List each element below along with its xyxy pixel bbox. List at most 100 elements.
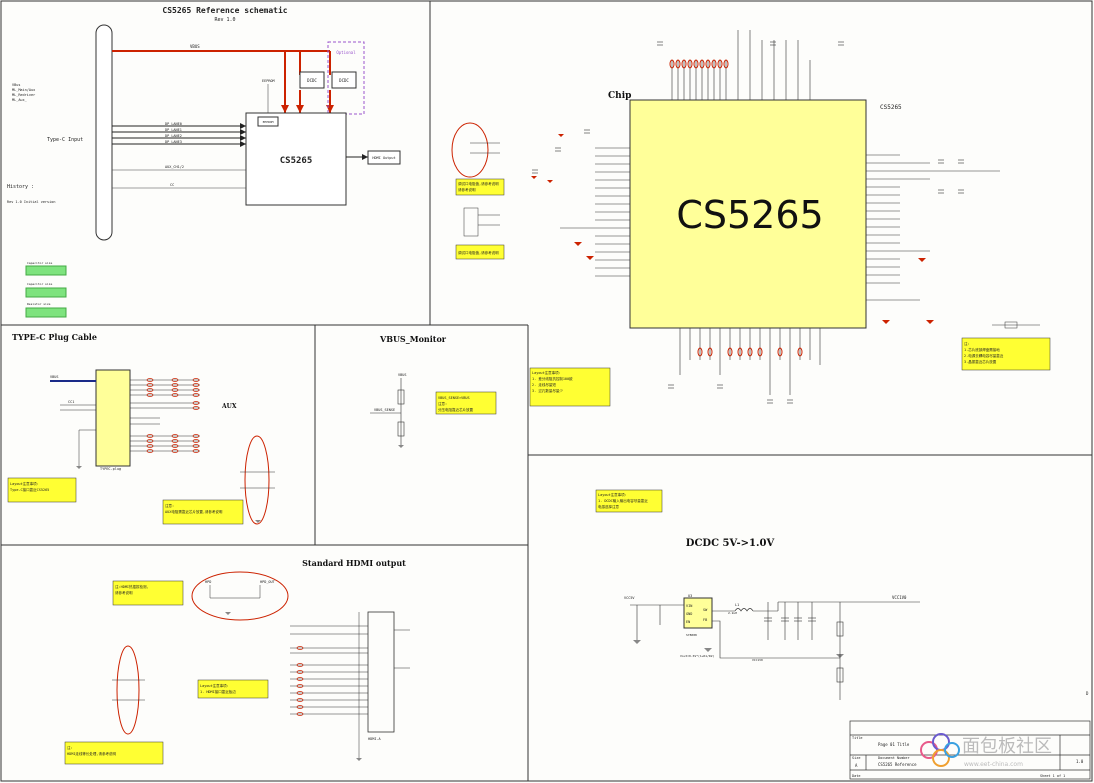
cs5265-chip <box>629 99 867 329</box>
note-text: 注意: <box>438 401 447 406</box>
note-box <box>197 679 269 699</box>
title-block-value: 1.0 <box>1076 759 1084 764</box>
note-text: 调试口电阻值,请参考说明 <box>458 181 499 186</box>
typec-note: ML_Redriver <box>12 93 35 97</box>
note-text: Layout注意事项: <box>10 481 39 486</box>
note-text: AUX电阻需靠近芯片放置,请参考说明 <box>165 509 223 514</box>
cc-label: CC <box>170 183 174 187</box>
typec-plug-component <box>95 369 131 467</box>
history-entry: Rev 1.0 Initial version <box>7 200 55 204</box>
arrow-icon <box>240 135 246 141</box>
chip-top-resistors <box>669 59 729 69</box>
highlight-circle <box>451 122 489 178</box>
note-text: 注:HDMI热插拔检测, <box>115 584 149 589</box>
fb-net-label: VCC1V0 <box>752 658 763 662</box>
note-box <box>64 741 164 765</box>
note-text: Layout注意事项: <box>200 683 229 688</box>
note-text: 2.电源去耦电容尽量靠近 <box>964 353 1004 358</box>
green-legend <box>25 265 67 318</box>
lane-label: DP_LANE1 <box>165 128 182 132</box>
note-box <box>455 244 505 260</box>
chip-label: CS5265 <box>676 193 823 237</box>
title-block-label: Title <box>852 736 863 740</box>
cs5265-block <box>245 112 347 206</box>
vbus-sense-label: VBUS_SENSE <box>374 408 395 412</box>
note-text: 分压电阻靠近芯片放置 <box>438 407 473 412</box>
title-block-label: Document Number <box>878 756 910 760</box>
hdmi-output-block <box>367 150 401 165</box>
hdmi-connector <box>367 611 395 733</box>
watermark-text: 面包板社区 <box>962 736 1052 757</box>
inductor-ref: L1 <box>735 603 739 607</box>
vbus-net-label: VBUS <box>190 44 200 49</box>
title-block-value: Page 01 Title <box>878 742 910 747</box>
typec-note: ML_Main/Aux <box>12 88 35 92</box>
typec-part-label: TYPEC-plug <box>100 467 121 471</box>
wire <box>209 585 261 599</box>
cc-pin-label: CC1 <box>68 400 74 404</box>
chip-bottom-resistors <box>697 347 803 357</box>
note-box <box>961 337 1051 371</box>
arrow-icon <box>240 129 246 135</box>
dcdc-block-label: DCDC <box>339 78 349 83</box>
optional-label: Optional <box>336 50 356 55</box>
decoupling-caps <box>532 41 964 404</box>
arrow-icon <box>281 105 289 113</box>
dp-lanes <box>112 125 246 145</box>
title-block-value: A <box>855 763 858 768</box>
inductor-value: 2.2uH <box>728 611 737 615</box>
lane-label: DP_LANE2 <box>165 134 182 138</box>
eeprom-label: EEPROM <box>262 79 275 83</box>
flash-block <box>257 116 279 127</box>
chip-top-pins <box>671 30 811 100</box>
arrow-icon <box>362 154 368 160</box>
dcdc-regulator <box>683 597 713 629</box>
note-text: 请参考说明 <box>115 590 133 595</box>
highlight-circle <box>244 435 270 525</box>
vin-net-label: VCC5V <box>624 596 635 600</box>
note-text: VBUS_SENSE>VBUS <box>438 396 470 400</box>
title-block <box>849 720 1091 780</box>
arrow-icon <box>240 123 246 129</box>
aux-label: AUX_CH1/2 <box>165 165 184 169</box>
sheet-zone: D <box>1086 691 1089 696</box>
regulator-pin: VIN <box>686 604 692 608</box>
aux-section-label: AUX <box>221 403 237 410</box>
fb-note: Vout=0.6V*(1+R1/R2) <box>680 654 715 658</box>
hdmi-pin-wires <box>290 625 368 715</box>
hpd-net-label: HPD <box>205 580 211 584</box>
legend-text: Capacitor size <box>27 261 52 265</box>
arrow-icon <box>296 105 304 113</box>
note-box <box>595 489 663 513</box>
note-text: 1. HDMI接口靠近板边 <box>200 689 236 694</box>
fb-wire <box>712 620 840 659</box>
typec-note: ML_Aux_ <box>12 98 28 102</box>
dcdc-panel-title: DCDC 5V->1.0V <box>686 538 775 549</box>
vbus-panel-title: VBUS_Monitor <box>379 334 447 344</box>
ground-symbols <box>531 134 934 324</box>
hdmi-connector-label: HDMI-A <box>368 737 382 741</box>
highlight-circle <box>191 571 289 621</box>
resistor-r2 <box>397 421 405 437</box>
vout-net-label: VCC1V0 <box>892 595 907 600</box>
note-text: Type-C接口靠近CS5265 <box>10 487 49 492</box>
regulator-pin: FB <box>703 618 707 622</box>
arrow-icon <box>326 105 334 113</box>
typec-lane-resistors <box>146 378 200 453</box>
note-text: 2. 走线尽量短 <box>532 382 556 387</box>
regulator-pin: SW <box>703 608 708 612</box>
sheet-title: CS5265 Reference schematic <box>162 5 287 15</box>
hdmi-output-label: HDMI Output <box>372 156 395 160</box>
typec-note: VBus <box>12 83 20 87</box>
regulator-pin: EN <box>686 620 690 624</box>
chip-right-pins <box>866 154 1000 301</box>
chip-panel-title: Chip <box>608 91 631 101</box>
note-box <box>7 477 77 503</box>
note-box <box>435 391 497 415</box>
lane-label: DP_LANE3 <box>165 140 182 144</box>
note-text: 注: <box>964 341 970 346</box>
vbus-net-label: VBUS <box>398 373 406 377</box>
note-text: 1.芯片底部焊盘需接地 <box>964 347 1000 352</box>
